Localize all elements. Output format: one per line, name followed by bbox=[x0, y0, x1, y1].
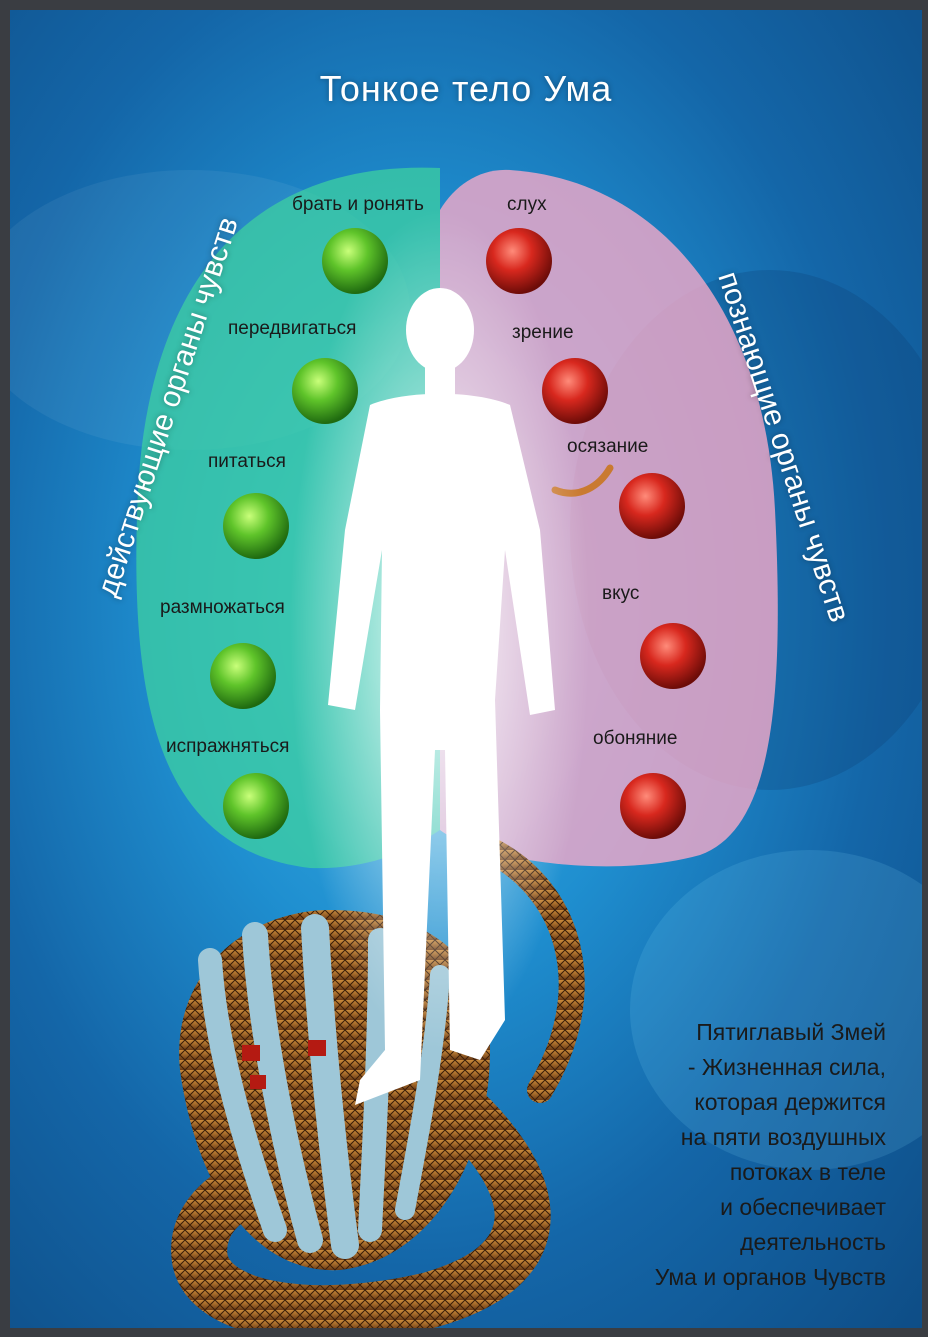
sense-label-smell: обоняние bbox=[593, 728, 677, 750]
poster-frame: Тонкое тело Ума действующие органы чувст… bbox=[10, 10, 922, 1328]
sense-label-sight: зрение bbox=[512, 322, 574, 344]
serpent-caption: Пятиглавый Змей - Жизненная сила, котора… bbox=[655, 1015, 886, 1295]
sense-label-hearing: слух bbox=[507, 194, 547, 216]
action-label-reproduce: размножаться bbox=[160, 597, 285, 619]
action-label-eat: питаться bbox=[208, 451, 286, 473]
sense-label-taste: вкус bbox=[602, 583, 639, 605]
action-label-grasp: брать и ронять bbox=[292, 194, 424, 216]
poster-title: Тонкое тело Ума bbox=[10, 68, 922, 110]
action-label-move: передвигаться bbox=[228, 318, 356, 340]
action-label-excrete: испражняться bbox=[166, 736, 289, 758]
sense-label-touch: осязание bbox=[567, 436, 648, 458]
